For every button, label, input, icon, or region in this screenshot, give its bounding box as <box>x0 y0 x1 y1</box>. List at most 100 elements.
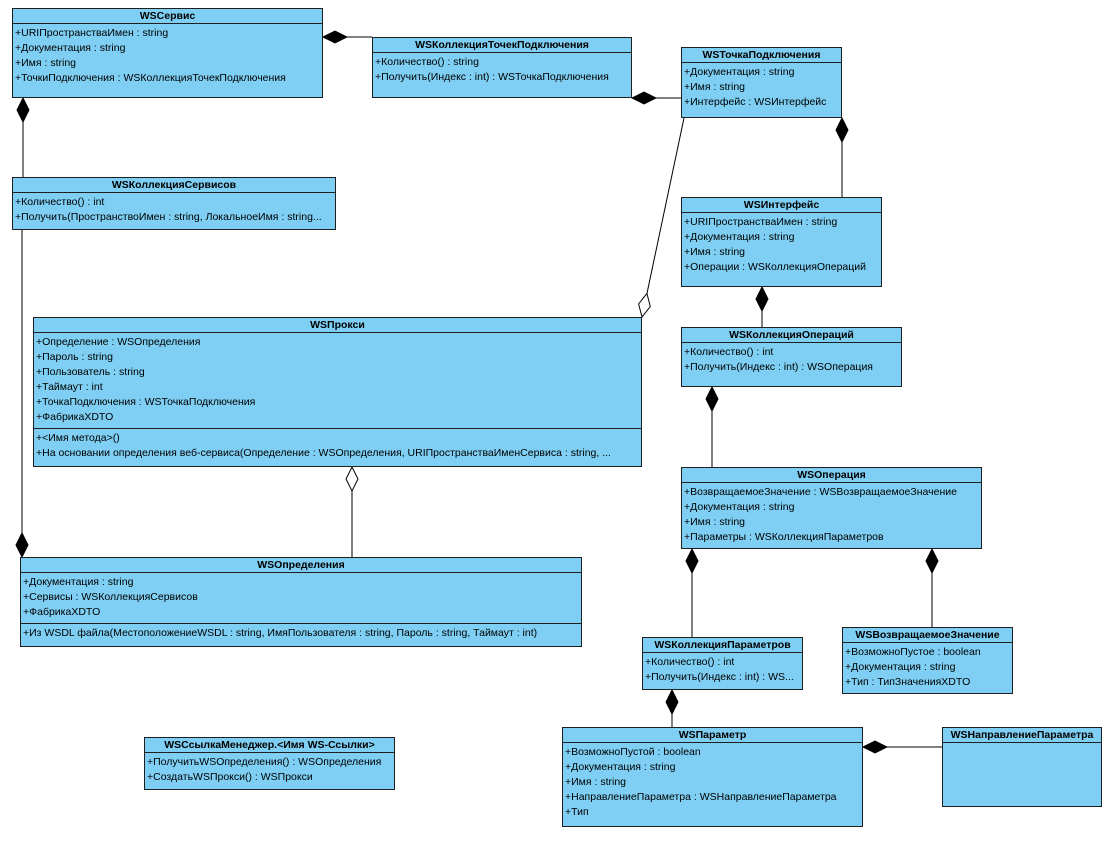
class-ws-link-manager[interactable]: WSСсылкаМенеджер.<Имя WS-Ссылки>+Получит… <box>144 737 395 790</box>
class-name: WSВозвращаемоеЗначение <box>843 628 1012 643</box>
composition-diamond <box>15 531 29 559</box>
attribute-row: +ВозможноПустой : boolean <box>565 746 701 758</box>
class-ws-endpoint-collection[interactable]: WSКоллекцияТочекПодключения+Количество()… <box>372 37 632 98</box>
attribute-row: +Имя : string <box>15 57 77 69</box>
attributes-compartment: +Документация : string +Имя : string +Инте… <box>682 63 841 113</box>
attribute-row: +Документация : string <box>565 761 676 773</box>
class-name: WSКоллекцияОпераций <box>682 328 901 343</box>
attribute-row: +Документация : string <box>23 576 134 588</box>
composition-diamond <box>925 547 939 575</box>
attribute-row: +Операции : WSКоллекцияОпераций <box>684 261 867 273</box>
class-name: WSПараметр <box>563 728 862 743</box>
attribute-row: +Документация : string <box>684 66 795 78</box>
attributes-compartment: +Документация : string +Сервисы : WSКолле… <box>21 573 581 623</box>
class-ws-service[interactable]: WSСервис+URIПространстваИмен : string+До… <box>12 8 323 98</box>
attribute-row: +ВозможноПустое : boolean <box>845 646 981 658</box>
attribute-row: +НаправлениеПараметра : WSНаправлениеПар… <box>565 791 837 803</box>
class-name: WSИнтерфейс <box>682 198 881 213</box>
class-name: WSКоллекцияТочекПодключения <box>373 38 631 53</box>
attributes-compartment: +ВозвращаемоеЗначение : WSВозвращаемоеЗн… <box>682 483 981 548</box>
class-name: WSСсылкаМенеджер.<Имя WS-Ссылки> <box>145 738 394 753</box>
composition-diamond <box>630 91 658 105</box>
attribute-row: +ФабрикаXDTO <box>23 606 101 618</box>
attribute-row: +Документация : string <box>684 231 795 243</box>
composition-diamond <box>321 30 349 44</box>
class-ws-operation-collection[interactable]: WSКоллекцияОпераций +Количество() : int +П… <box>681 327 902 387</box>
class-name: WSОперация <box>682 468 981 483</box>
composition-diamond <box>16 96 30 124</box>
attribute-row: +URIПространстваИмен : string <box>684 216 838 228</box>
attribute-row: +Количество() : string <box>375 56 479 68</box>
attribute-row: +Количество() : int <box>15 196 105 208</box>
class-name: WSПрокси <box>34 318 641 333</box>
composition-diamond <box>755 285 769 313</box>
class-ws-return-value[interactable]: WSВозвращаемоеЗначение +ВозможноПустое : … <box>842 627 1013 694</box>
attribute-row: +Имя : string <box>565 776 627 788</box>
attribute-row: +СоздатьWSПрокси() : WSПрокси <box>147 771 313 783</box>
attribute-row: +Количество() : int <box>684 346 774 358</box>
aggregation-line <box>641 117 685 318</box>
attribute-row: +ТочкаПодключения : WSТочкаПодключения <box>36 396 256 408</box>
attribute-row: +Интерфейс : WSИнтерфейс <box>684 96 827 108</box>
operation-row: +Из WSDL файла(МестоположениеWSDL : stri… <box>23 627 538 639</box>
attribute-row: +Определение : WSОпределения <box>36 336 201 348</box>
class-ws-service-collection[interactable]: WSКоллекцияСервисов+Количество() : int+П… <box>12 177 336 230</box>
attribute-row: +Получить(Индекс : int) : WSОперация <box>684 361 873 373</box>
attribute-row: +Документация : string <box>684 501 795 513</box>
composition-diamond <box>665 688 679 716</box>
operations-compartment: +Из WSDL файла(МестоположениеWSDL : stri… <box>21 623 581 644</box>
attributes-compartment: +Количество() : int+Получить(Пространств… <box>13 193 335 228</box>
operation-row: +На основании определения веб-сервиса(Оп… <box>36 447 611 459</box>
class-ws-definitions[interactable]: WSОпределения +Документация : string +Серв… <box>20 557 582 647</box>
class-ws-proxy[interactable]: WSПрокси +Определение : WSОпределения +Пар… <box>33 317 642 467</box>
attribute-row: +ПолучитьWSОпределения() : WSОпределения <box>147 756 382 768</box>
attribute-row: +Имя : string <box>684 516 746 528</box>
attribute-row: +Тип <box>565 806 589 818</box>
composition-diamond <box>685 547 699 575</box>
attributes-compartment: +Количество() : int+Получить(Индекс : in… <box>643 653 802 688</box>
class-ws-parameter[interactable]: WSПараметр +ВозможноПустой : boolean +Доку… <box>562 727 863 827</box>
aggregation-diamond <box>345 465 359 493</box>
class-name: WSОпределения <box>21 558 581 573</box>
class-name: WSКоллекцияПараметров <box>643 638 802 653</box>
composition-diamond <box>835 116 849 144</box>
attribute-row: +Таймаут : int <box>36 381 103 393</box>
attribute-row: +Имя : string <box>684 81 746 93</box>
attribute-row: +Параметры : WSКоллекцияПараметров <box>684 531 884 543</box>
attribute-row: +Имя : string <box>684 246 746 258</box>
class-ws-endpoint[interactable]: WSТочкаПодключения+Документация : string… <box>681 47 842 118</box>
attribute-row: +Количество() : int <box>645 656 735 668</box>
attributes-compartment: +Количество() : int +Получить(Индекс : in… <box>682 343 901 378</box>
class-ws-interface[interactable]: WSИнтерфейс+URIПространстваИмен : string… <box>681 197 882 287</box>
class-name: WSСервис <box>13 9 322 24</box>
attribute-row: +Документация : string <box>15 42 126 54</box>
attribute-row: +ВозвращаемоеЗначение : WSВозвращаемоеЗн… <box>684 486 957 498</box>
class-ws-parameter-collection[interactable]: WSКоллекцияПараметров+Количество() : int… <box>642 637 803 690</box>
class-ws-parameter-direction[interactable]: WSНаправлениеПараметра <box>942 727 1102 807</box>
attribute-row: +ФабрикаXDTO <box>36 411 114 423</box>
class-ws-operation[interactable]: WSОперация +ВозвращаемоеЗначение : WSВозв… <box>681 467 982 549</box>
aggregation-diamond <box>638 292 651 319</box>
class-name: WSКоллекцияСервисов <box>13 178 335 193</box>
operations-compartment: +<Имя метода>() +На основании определения… <box>34 428 641 464</box>
class-name: WSНаправлениеПараметра <box>943 728 1101 743</box>
attribute-row: +Получить(Индекс : int) : WSТочкаПодключ… <box>375 71 609 83</box>
composition-diamond <box>861 740 889 754</box>
attributes-compartment: +Количество() : string +Получить(Индекс :… <box>373 53 631 88</box>
attribute-row: +Документация : string <box>845 661 956 673</box>
attributes-compartment: +URIПространстваИмен : string +Документац… <box>682 213 881 278</box>
attributes-compartment: +URIПространстваИмен : string+Документац… <box>13 24 322 89</box>
class-name: WSТочкаПодключения <box>682 48 841 63</box>
attribute-row: +Тип : ТипЗначенияXDTO <box>845 676 971 688</box>
attribute-row: +Сервисы : WSКоллекцияСервисов <box>23 591 198 603</box>
attributes-compartment: +Определение : WSОпределения +Пароль : st… <box>34 333 641 428</box>
composition-diamond <box>705 385 719 413</box>
operation-row: +<Имя метода>() <box>36 432 120 444</box>
attribute-row: +Пользователь : string <box>36 366 145 378</box>
attribute-row: +ТочкиПодключения : WSКоллекцияТочекПодк… <box>15 72 286 84</box>
attribute-row: +Пароль : string <box>36 351 113 363</box>
attributes-compartment: +ПолучитьWSОпределения() : WSОпределения… <box>145 753 394 788</box>
attributes-compartment: +ВозможноПустой : boolean +Документация :… <box>563 743 862 823</box>
